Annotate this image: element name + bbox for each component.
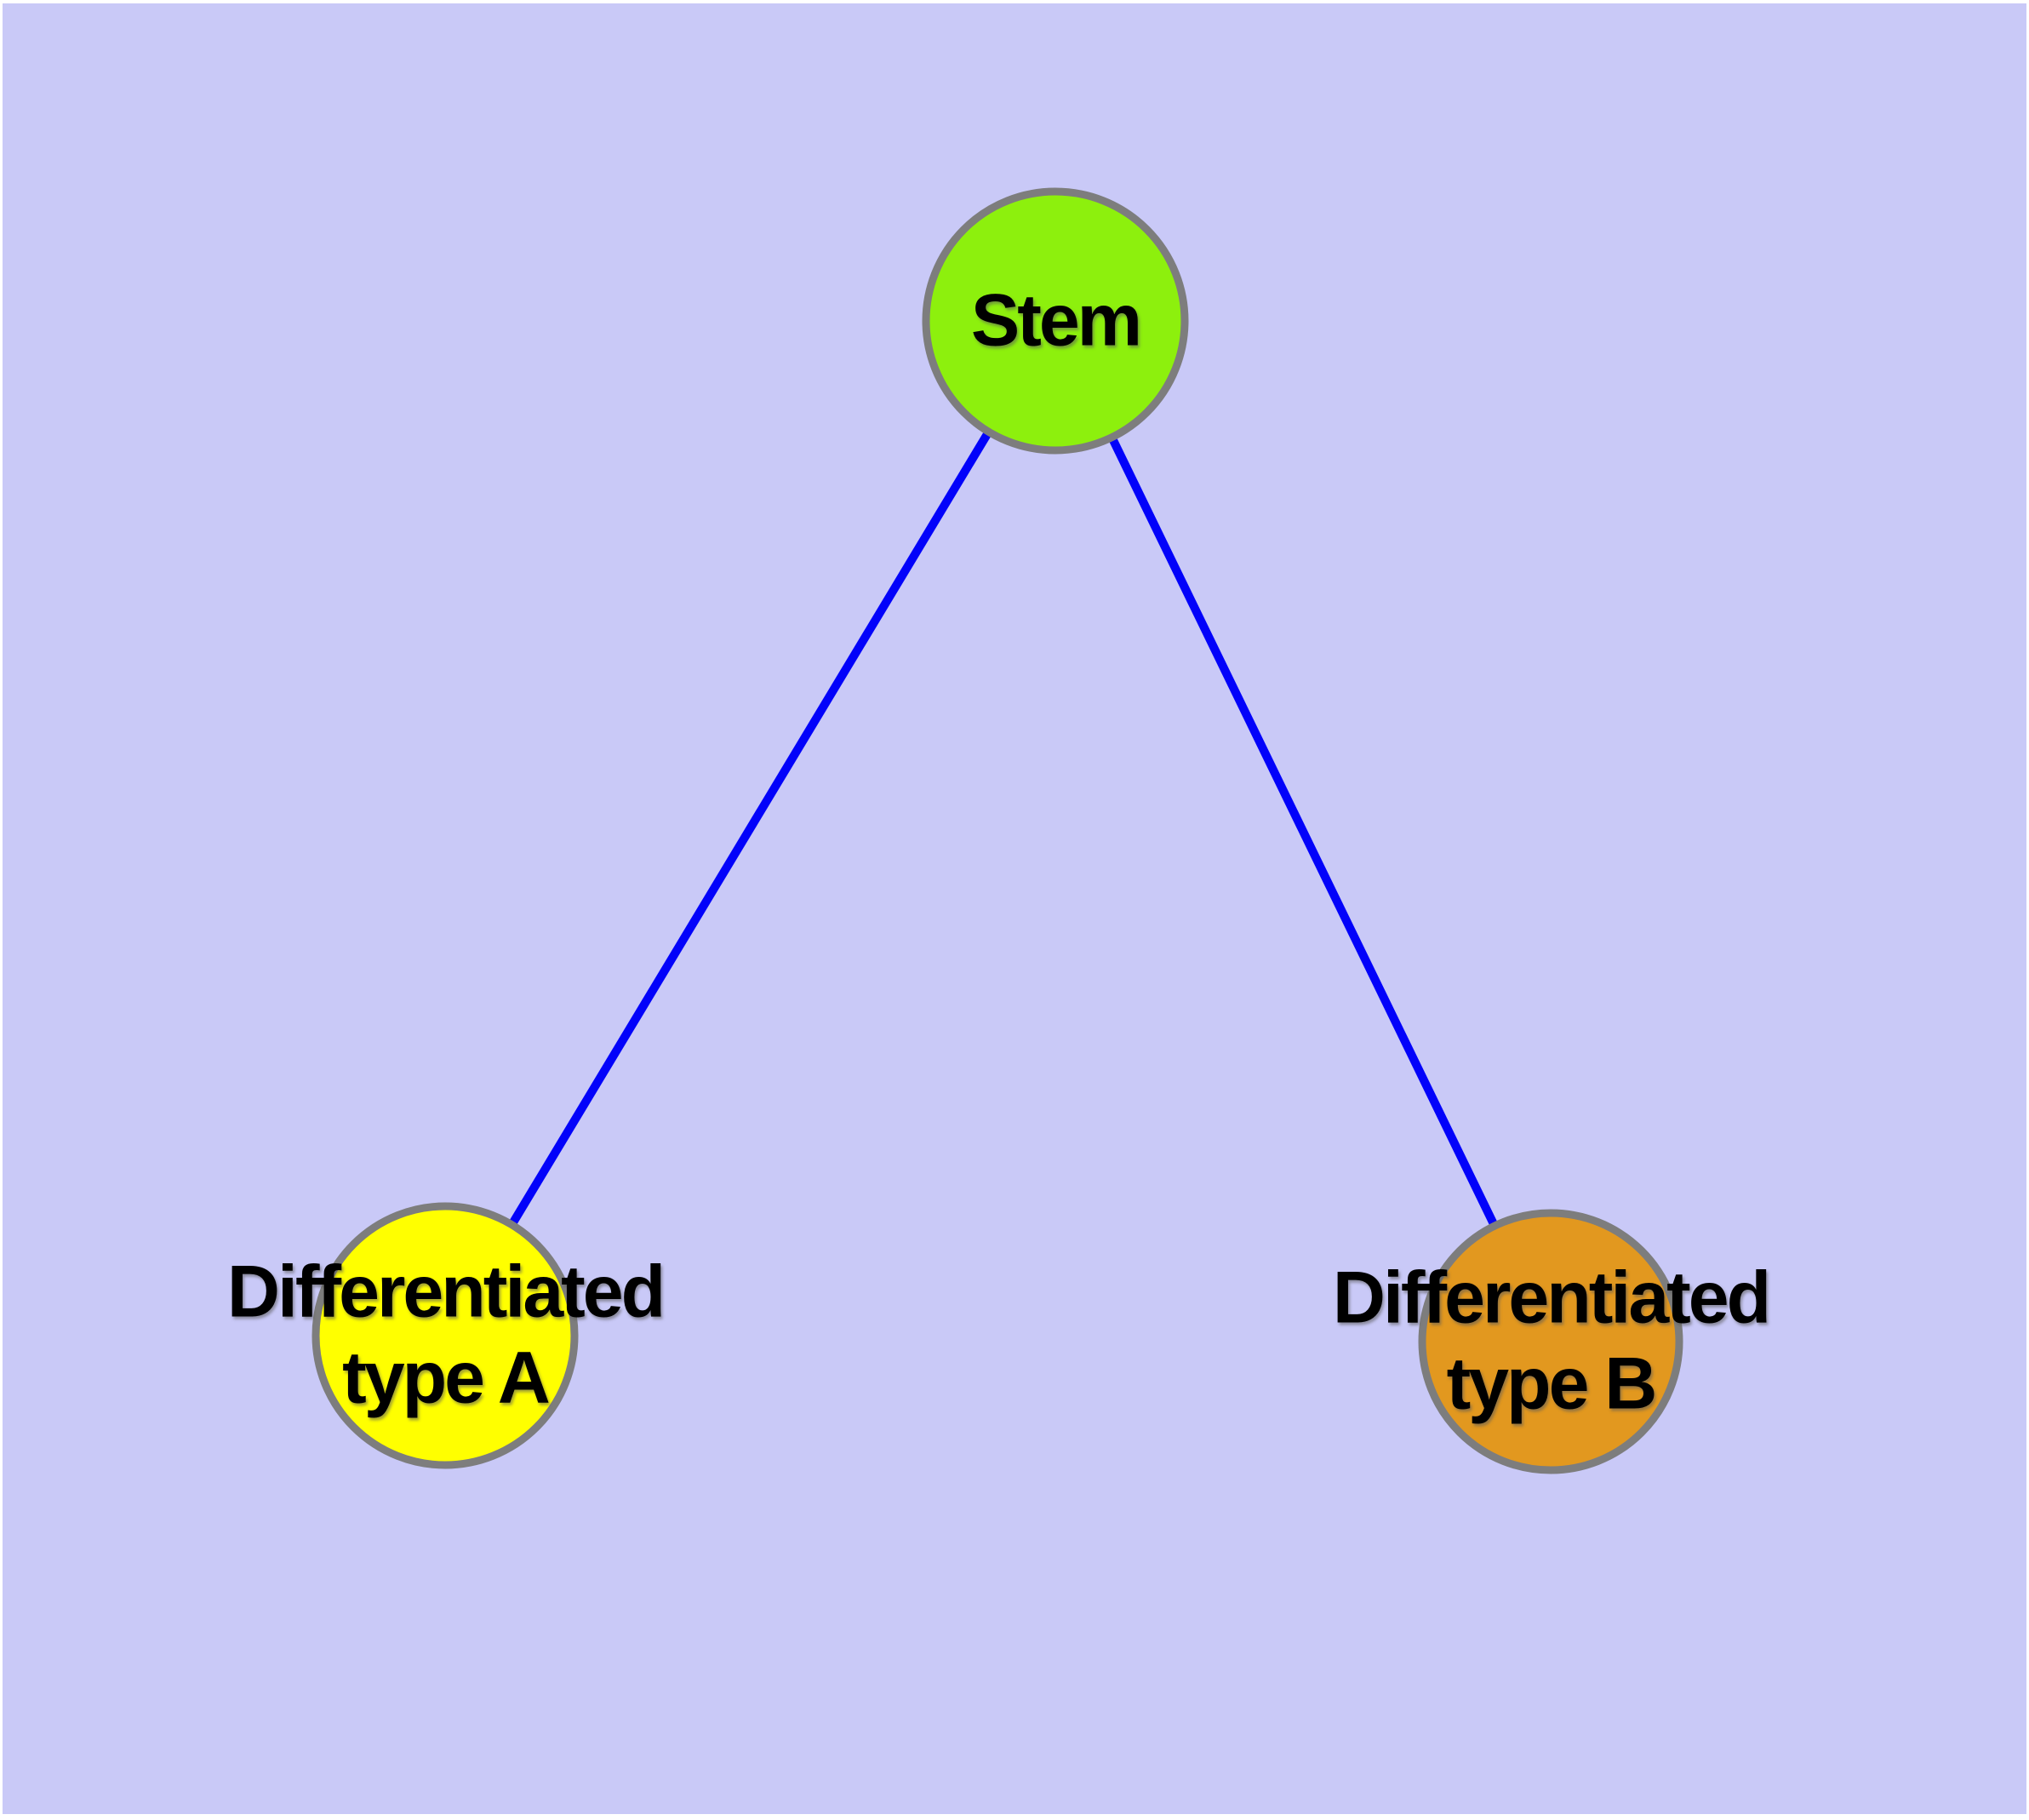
edge-stem-diff-b bbox=[1051, 318, 1555, 1344]
node-circle-diff-a bbox=[311, 1202, 579, 1469]
edge-stem-diff-a bbox=[441, 318, 1060, 1338]
node-circle-diff-b bbox=[1418, 1209, 1683, 1474]
node-circle-stem bbox=[922, 187, 1189, 455]
graph-svg bbox=[311, 187, 1683, 1474]
